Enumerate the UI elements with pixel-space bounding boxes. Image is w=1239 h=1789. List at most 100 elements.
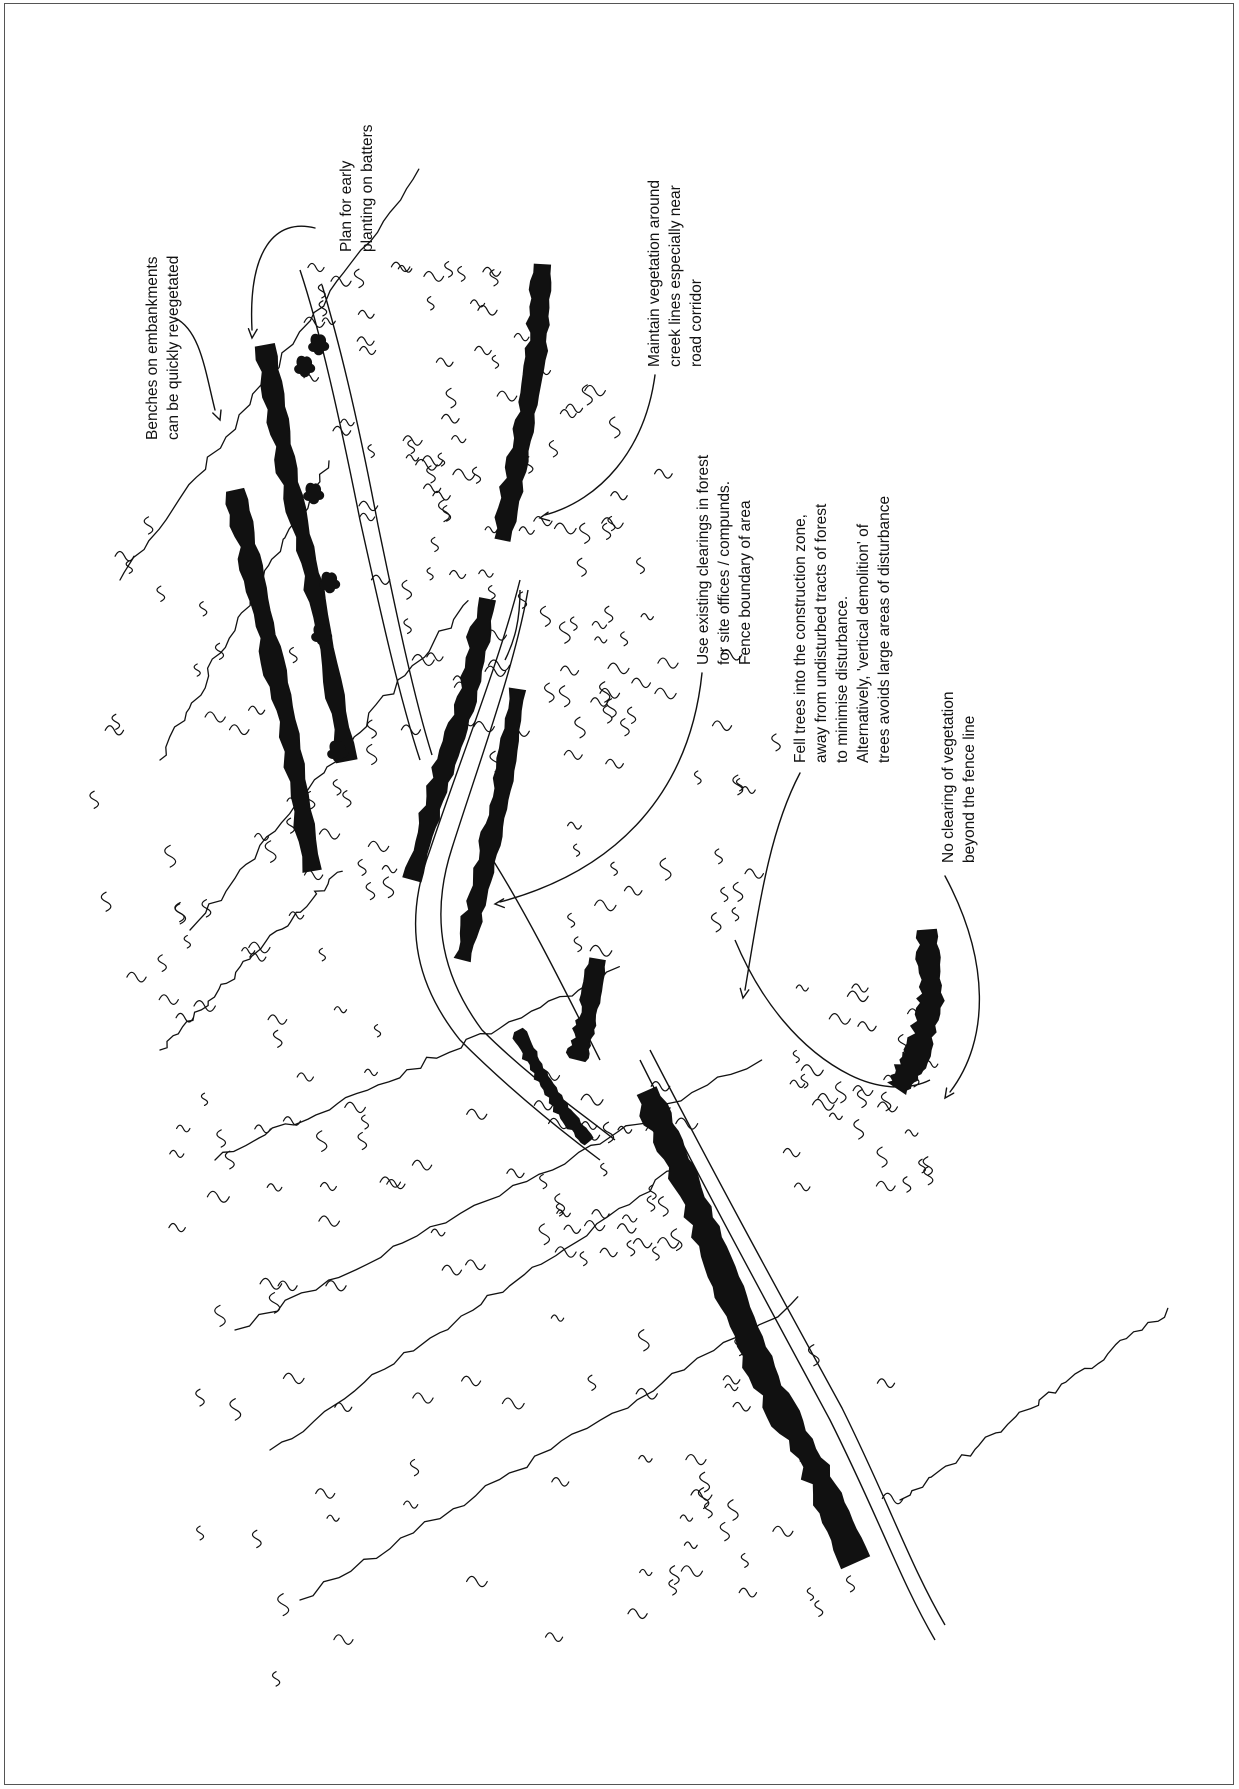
vegetation-mark [427,568,433,580]
vegetation-mark [362,1115,369,1129]
road-corridor [300,270,945,1640]
tree-symbol [308,334,329,356]
tree-symbol [303,483,324,505]
vegetation-mark [200,602,207,616]
vegetation-mark [90,791,99,808]
vegetation-mark [733,775,743,795]
vegetation-mark [483,267,501,276]
vegetation-mark [278,1594,289,1616]
vegetation-mark [574,937,581,952]
vegetation-mark [606,759,624,768]
vegetation-mark [575,717,585,738]
vegetation-mark [603,523,611,539]
vegetation-mark [170,1150,184,1157]
vegetation-mark [725,1384,738,1390]
vegetation-mark [252,1530,261,1547]
leader-line [745,773,800,990]
vegetation-mark [728,1500,738,1520]
vegetation-mark [335,1403,352,1411]
vegetation-mark [215,1305,225,1326]
annotation-line: creek lines especially near [665,180,686,367]
annotation-line: Use existing clearings in forest [693,455,714,665]
vegetation-mark [829,1014,850,1025]
vegetation-mark [585,1221,605,1231]
annotation-benches: Benches on embankments can be quickly re… [142,256,184,440]
vegetation-mark [115,551,134,560]
vegetation-mark [660,858,671,880]
arrow-head [213,410,221,420]
vegetation-mark [402,580,411,599]
vegetation-mark [903,1177,911,1192]
vegetation-mark [267,1184,282,1191]
vegetation-mark [177,1125,190,1132]
vegetation-mark [202,900,211,917]
vegetation-mark [546,1633,563,1642]
vegetation-mark [158,955,166,971]
vegetation-mark [568,822,582,829]
vegetation-mark [919,1159,926,1172]
vegetation-mark [669,1580,677,1595]
vegetation-mark [308,263,324,271]
forest-band [495,264,550,541]
vegetation-mark [273,1030,281,1047]
vegetation-mark [290,648,298,663]
vegetation-mark [316,1489,335,1499]
vegetation-mark [358,860,366,876]
forest-edge-bands [226,264,944,1568]
vegetation-mark [876,1181,895,1190]
vegetation-mark [877,1147,887,1167]
vegetation-mark [793,1051,799,1063]
vegetation-mark [732,908,739,921]
vegetation-mark [334,1635,353,1645]
vegetation-mark [559,686,569,707]
vegetation-mark [595,637,607,643]
vegetation-mark [466,1260,486,1270]
hill-contour [270,1163,691,1451]
vegetation-mark [249,942,270,953]
vegetation-mark [852,984,868,992]
vegetation-mark [283,1373,304,1383]
annotation-line: can be quickly revegetated [163,256,184,440]
leader-line [945,876,979,1092]
road-edge [650,1050,945,1625]
annotation-creek-lines: Maintain vegetation around creek lines e… [644,180,707,367]
vegetation-mark [681,1566,702,1577]
vegetation-mark [488,586,495,599]
vegetation-mark [105,726,123,735]
vegetation-mark [655,469,673,478]
annotation-line: beyond the fence line [959,692,980,863]
vegetation-mark [621,632,628,646]
vegetation-mark [741,1554,748,1568]
vegetation-mark [345,1102,366,1112]
vegetation-mark [475,346,491,354]
vegetation-mark [711,913,721,932]
vegetation-mark [564,750,582,759]
vegetation-mark [265,841,276,862]
vegetation-mark [592,621,606,628]
vegetation-mark [319,1216,340,1226]
vegetation-mark [600,1248,617,1256]
vegetation-mark [175,903,186,924]
vegetation-mark [715,849,722,864]
vegetation-mark [621,719,630,736]
vegetation-mark [320,829,340,839]
vegetation-mark [560,410,576,418]
vegetation-mark [490,270,498,286]
vegetation-mark [857,1090,866,1108]
vegetation-mark [427,653,443,661]
annotation-no-clearing: No clearing of vegetation beyond the fen… [938,692,980,863]
vegetation-mark [422,456,442,466]
vegetation-mark [334,1007,346,1013]
vegetation-mark [905,1130,918,1136]
vegetation-mark [367,745,377,765]
vegetation-mark [540,1175,547,1189]
vegetation-mark [101,892,110,911]
vegetation-mark [404,619,411,634]
vegetation-mark [847,991,868,1001]
vegetation-mark [847,1576,855,1592]
annotation-line: for site offices / compunds. [714,455,735,665]
annotation-line: Benches on embankments [142,256,163,440]
vegetation-mark [268,1015,287,1024]
vegetation-mark [479,570,493,577]
